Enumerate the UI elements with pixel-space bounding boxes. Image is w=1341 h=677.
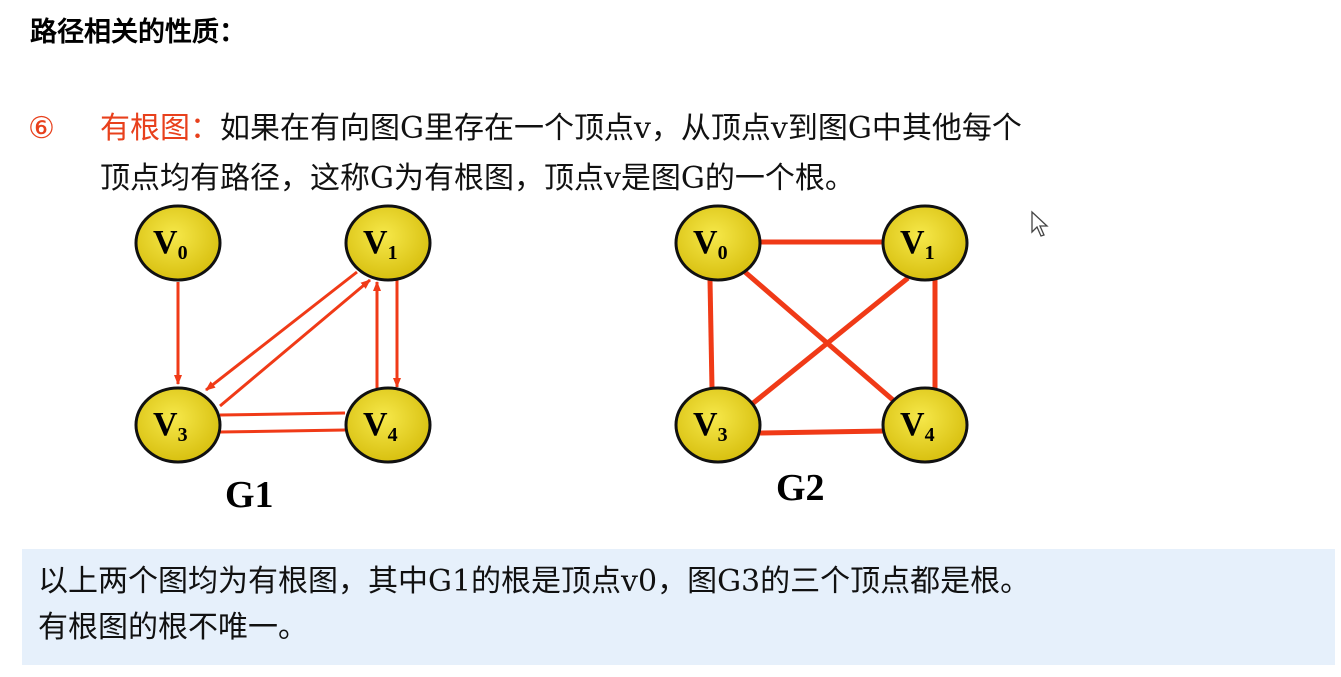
edge-v0-v3 [707,279,715,389]
node-label: V [153,224,178,261]
property-item: ⑥ 有根图：如果在有向图G里存在一个顶点v，从顶点v到图G中其他每个 顶点均有路径… [28,104,1022,204]
edge-v1-v3 [205,270,358,392]
svg-text:V0: V0 [153,224,188,264]
edge-v3-v4-b [219,428,346,434]
node-v4 [344,386,432,464]
edge-v3-v4 [759,428,886,436]
graph-g2 [707,239,938,436]
svg-text:V1: V1 [900,224,935,264]
node-sub: 4 [925,424,935,446]
node-sub: 3 [178,424,188,446]
node-label: V [153,406,178,443]
note-line1: 以上两个图均为有根图，其中G1的根是顶点v0，图G3的三个顶点都是根。 [38,564,1031,599]
graph-g1 [174,270,401,434]
node-label: V [363,224,388,261]
node-sub: 0 [718,242,728,264]
edge-v3-v4-a [219,411,346,417]
g2-nodes [674,204,969,464]
node-v1 [881,204,969,282]
svg-text:V1: V1 [363,224,398,264]
svg-text:V3: V3 [153,406,188,446]
note-line2: 有根图的根不唯一。 [38,610,308,645]
svg-text:V4: V4 [363,406,398,446]
mouse-cursor-icon [1030,210,1050,242]
node-sub: 1 [925,242,935,264]
edge-v0-v4 [743,270,895,402]
node-v3 [134,386,222,464]
svg-text:V0: V0 [693,224,728,264]
node-sub: 3 [718,424,728,446]
svg-text:V4: V4 [900,406,935,446]
graph-label-g2: G2 [776,467,825,509]
g1-nodes [134,204,432,464]
node-label: V [693,406,718,443]
node-label: V [693,224,718,261]
node-sub: 1 [388,242,398,264]
svg-text:V3: V3 [693,406,728,446]
item-term: 有根图： [100,111,220,146]
node-v4 [881,386,969,464]
item-text-line1: 如果在有向图G里存在一个顶点v，从顶点v到图G中其他每个 [220,111,1022,146]
node-label: V [363,406,388,443]
node-v0 [674,204,762,282]
graph-label-g1: G1 [225,474,274,516]
item-text-line2: 顶点均有路径，这称G为有根图，顶点v是图G的一个根。 [100,161,855,196]
node-sub: 4 [388,424,398,446]
page-title: 路径相关的性质： [30,17,246,48]
node-label: V [900,406,925,443]
item-number: ⑥ [28,111,55,146]
node-sub: 0 [178,242,188,264]
edge-v3-v1 [219,278,371,408]
node-v0 [134,204,222,282]
node-v1 [344,204,432,282]
edge-v1-v3 [750,276,910,406]
node-v3 [674,386,762,464]
summary-note: 以上两个图均为有根图，其中G1的根是顶点v0，图G3的三个顶点都是根。 有根图的… [22,549,1335,665]
node-label: V [900,224,925,261]
